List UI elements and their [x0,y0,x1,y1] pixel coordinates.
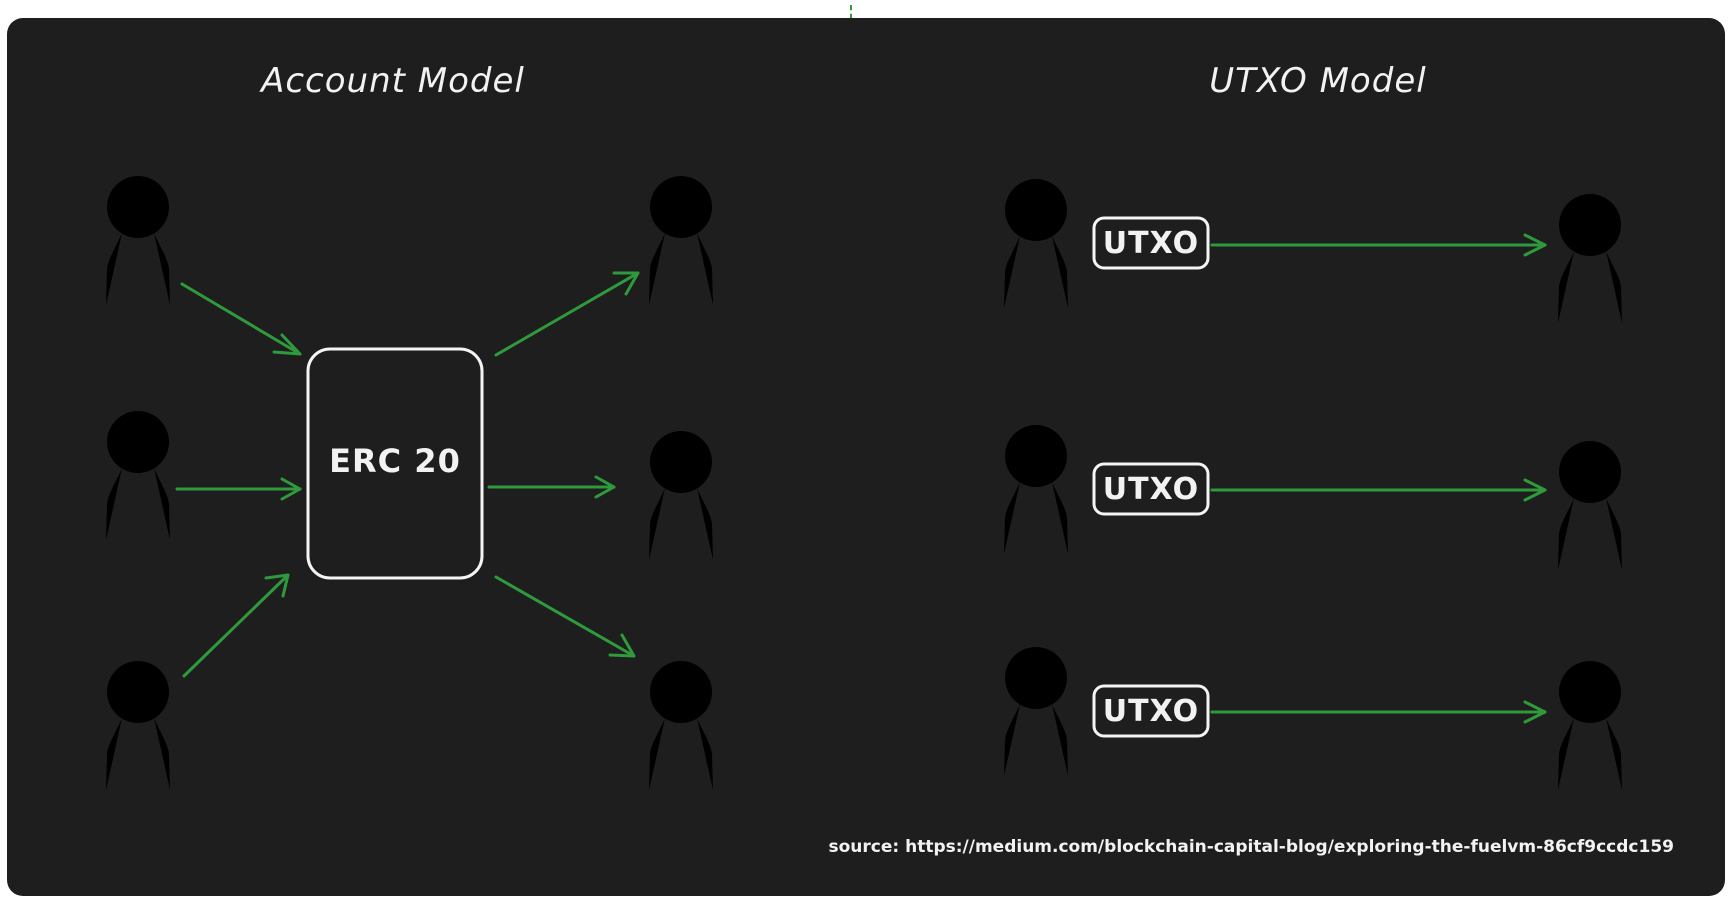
arrow-icon [182,573,290,678]
user-icon [106,176,170,305]
utxo-label: UTXO [1103,694,1199,729]
source-link[interactable]: source: https://medium.com/blockchain-ca… [828,837,1674,857]
user-icon [106,661,170,790]
arrow-icon [494,575,636,658]
utxo-label: UTXO [1103,472,1199,507]
user-icon [649,661,713,790]
arrow-icon [1210,700,1547,724]
user-icon [1004,425,1068,554]
user-icon [1004,179,1068,308]
user-icon [649,176,713,305]
user-icon [1004,647,1068,776]
arrow-icon [1210,233,1547,257]
arrow-icon [180,282,302,356]
utxo-label: UTXO [1103,226,1199,261]
utxo-box [1092,462,1210,516]
user-icon [1558,661,1622,790]
erc20-contract-box [306,347,484,580]
utxo-box [1092,216,1210,270]
arrow-icon [175,477,302,501]
diagram-canvas [7,18,1725,896]
user-icon [649,431,713,560]
utxo-box [1092,684,1210,738]
utxo-model-title: UTXO Model [1209,61,1426,101]
user-icon [1558,441,1622,570]
user-icon [106,411,170,540]
arrow-icon [494,271,640,357]
user-icon [1558,194,1622,323]
erc20-contract-label: ERC 20 [329,442,461,480]
top-guide-mark [850,5,852,19]
arrow-icon [487,475,616,499]
account-model-title: Account Model [259,61,525,101]
arrow-icon [1210,478,1547,502]
